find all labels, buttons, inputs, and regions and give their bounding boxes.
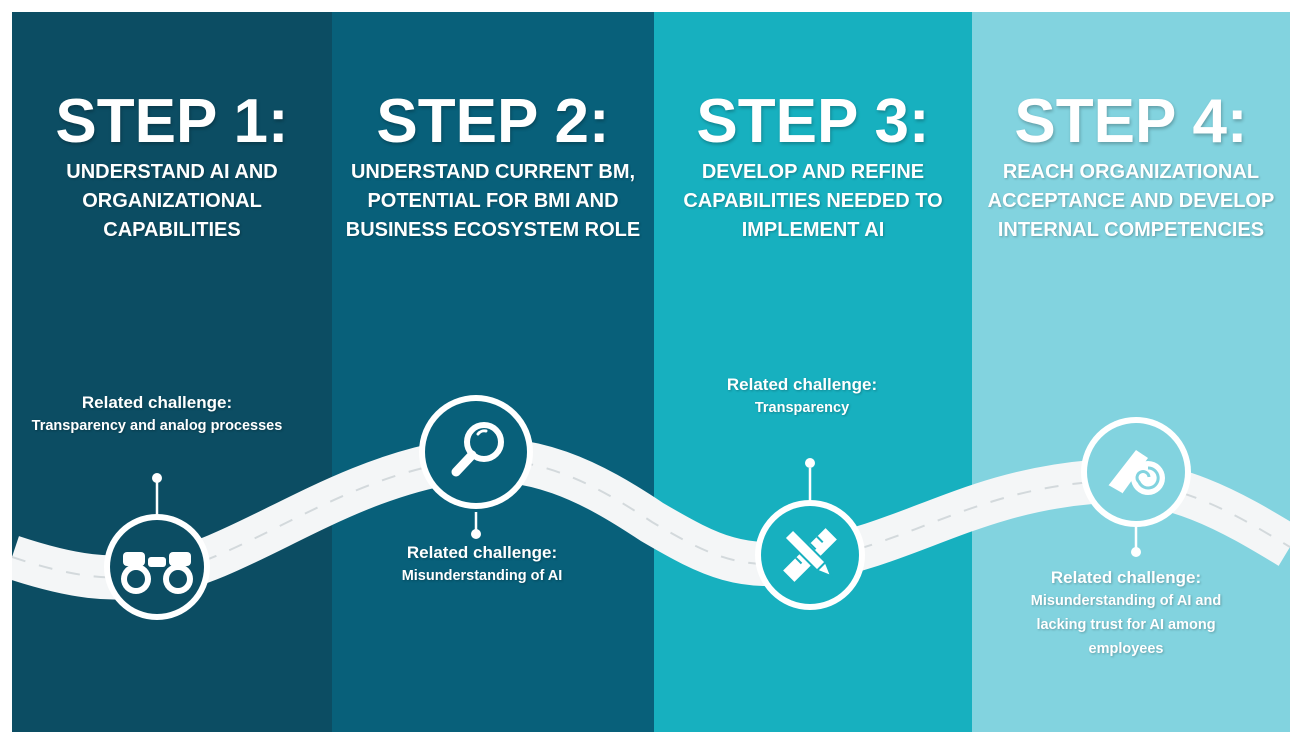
step-4-panel (972, 12, 1290, 732)
step-4-challenge: Related challenge: Misunderstanding of A… (1006, 567, 1246, 661)
step-2-challenge: Related challenge: Misunderstanding of A… (372, 542, 592, 588)
step-3-subtitle: DEVELOP AND REFINE CAPABILITIES NEEDED T… (683, 161, 943, 241)
step-4-text: STEP 4: REACH ORGANIZATIONAL ACCEPTANCE … (972, 12, 1290, 732)
scroll-icon (1107, 450, 1165, 495)
winding-road (12, 395, 1290, 620)
step-3-title: STEP 3: (696, 87, 930, 156)
step-1-challenge: Related challenge: Transparency and anal… (12, 392, 302, 438)
step-2-pin (471, 512, 481, 539)
step-3-challenge: Related challenge: Transparency (702, 374, 902, 420)
step-3-text: STEP 3: DEVELOP AND REFINE CAPABILITIES … (654, 12, 972, 732)
step-1-challenge-label: Related challenge: (81, 393, 233, 412)
step-4-subtitle: REACH ORGANIZATIONAL ACCEPTANCE AND DEVE… (987, 161, 1275, 241)
step-1-pin (152, 473, 162, 517)
step-3-challenge-text: Transparency (754, 400, 850, 416)
step-1-challenge-text: Transparency and analog processes (31, 418, 283, 434)
step-2-panel (332, 12, 654, 732)
step-4-challenge-label: Related challenge: (1050, 568, 1202, 587)
step-3-panel (654, 12, 972, 732)
step-1-title: STEP 1: (55, 87, 289, 156)
step-2-text: STEP 2: UNDERSTAND CURRENT BM, POTENTIAL… (332, 12, 654, 732)
step-1-text: STEP 1: UNDERSTAND AI AND ORGANIZATIONAL… (12, 12, 332, 732)
step-2-challenge-text: Misunderstanding of AI (401, 568, 563, 584)
step-4-title: STEP 4: (1014, 87, 1248, 156)
step-3-challenge-label: Related challenge: (726, 375, 878, 394)
roadmap-infographic: STEP 1: UNDERSTAND AI AND ORGANIZATIONAL… (12, 12, 1290, 732)
step-1-subtitle: UNDERSTAND AI AND ORGANIZATIONAL CAPABIL… (66, 161, 278, 241)
step-4-pin (1131, 524, 1141, 557)
step-2-challenge-label: Related challenge: (406, 543, 558, 562)
magnifier-icon (451, 422, 504, 477)
step-4-challenge-text: Misunderstanding of AI and lacking trust… (1030, 593, 1222, 657)
step-2-title: STEP 2: (376, 87, 610, 156)
pencil-ruler-icon (783, 528, 837, 582)
step-3-pin (805, 458, 815, 502)
binoculars-icon (121, 552, 193, 594)
step-2-icon-circle (419, 395, 533, 509)
step-2-subtitle: UNDERSTAND CURRENT BM, POTENTIAL FOR BMI… (345, 161, 641, 241)
